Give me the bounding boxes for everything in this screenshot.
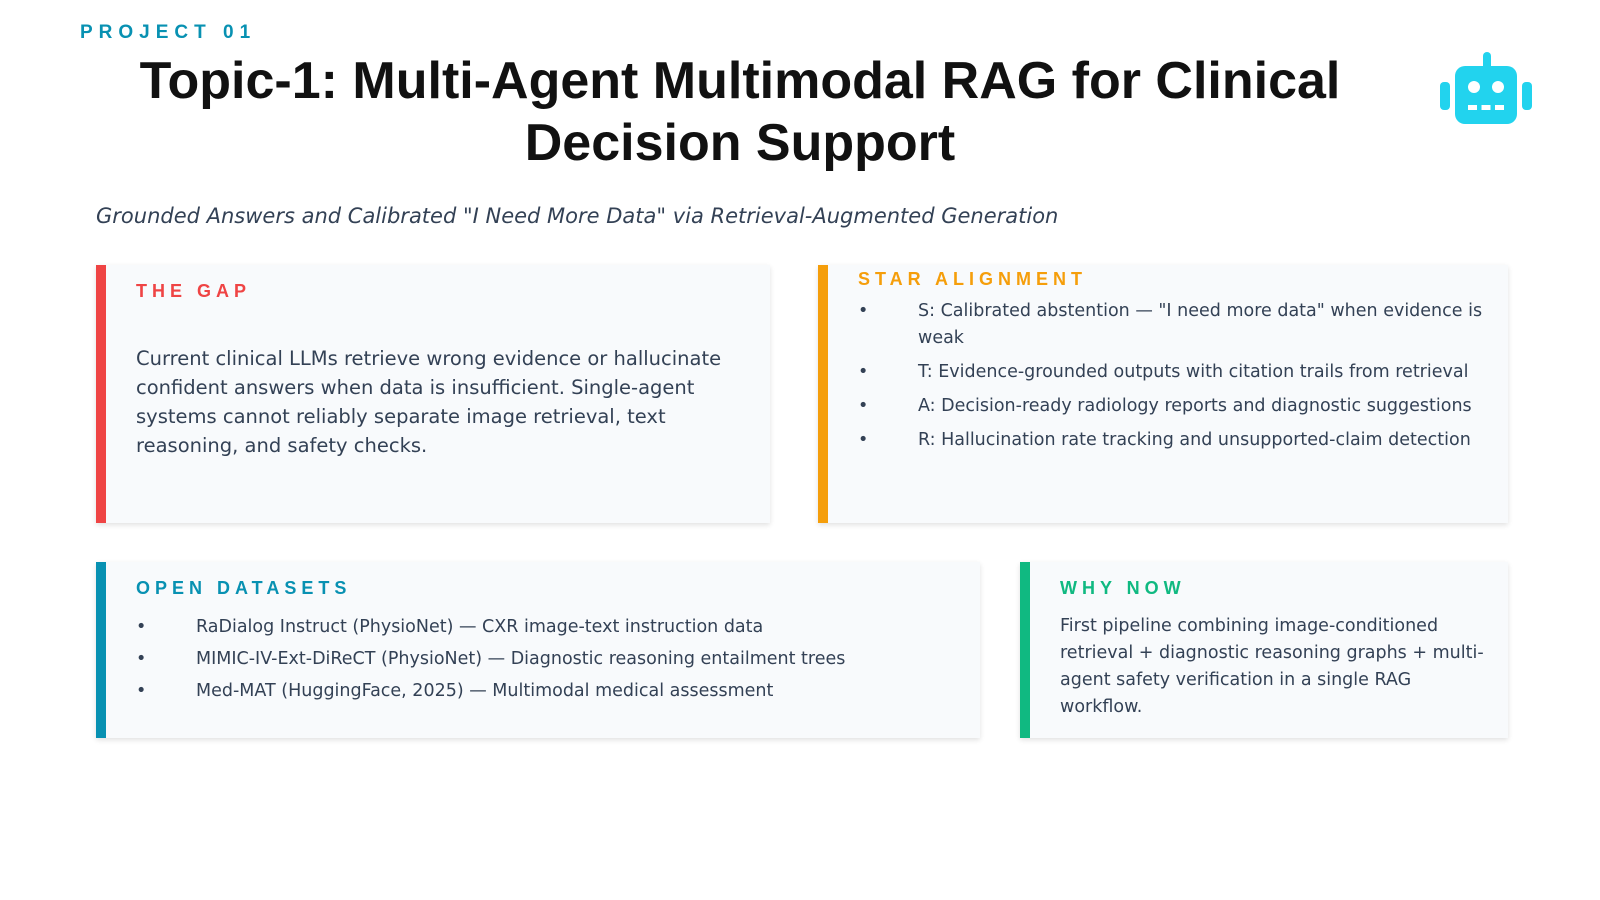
datasets-card: OPEN DATASETS RaDialog Instruct (PhysioN… [96,562,980,738]
why-body: First pipeline combining image-condition… [1060,616,1484,717]
star-item: S: Calibrated abstention — "I need more … [858,298,1488,352]
datasets-heading: OPEN DATASETS [136,578,352,598]
dataset-item: MIMIC-IV-Ext-DiReCT (PhysioNet) — Diagno… [136,643,950,675]
dataset-item: Med-MAT (HuggingFace, 2025) — Multimodal… [136,675,950,707]
gap-heading: THE GAP [136,281,252,301]
why-card: WHY NOW First pipeline combining image-c… [1020,562,1508,738]
star-card: STAR ALIGNMENT S: Calibrated abstention … [818,265,1508,523]
gap-body: Current clinical LLMs retrieve wrong evi… [136,347,722,457]
subtitle: Grounded Answers and Calibrated "I Need … [96,204,1059,228]
dataset-item: RaDialog Instruct (PhysioNet) — CXR imag… [136,611,950,643]
star-item: T: Evidence-grounded outputs with citati… [858,359,1488,386]
project-kicker: PROJECT 01 [80,22,257,43]
star-item: A: Decision-ready radiology reports and … [858,393,1488,420]
star-item: R: Hallucination rate tracking and unsup… [858,427,1488,454]
page-title: Topic-1: Multi-Agent Multimodal RAG for … [139,52,1341,172]
robot-icon [1440,52,1532,124]
gap-card: THE GAP Current clinical LLMs retrieve w… [96,265,770,523]
why-heading: WHY NOW [1060,578,1186,598]
star-heading: STAR ALIGNMENT [858,269,1087,289]
datasets-list: RaDialog Instruct (PhysioNet) — CXR imag… [136,611,950,707]
star-list: S: Calibrated abstention — "I need more … [858,298,1488,454]
